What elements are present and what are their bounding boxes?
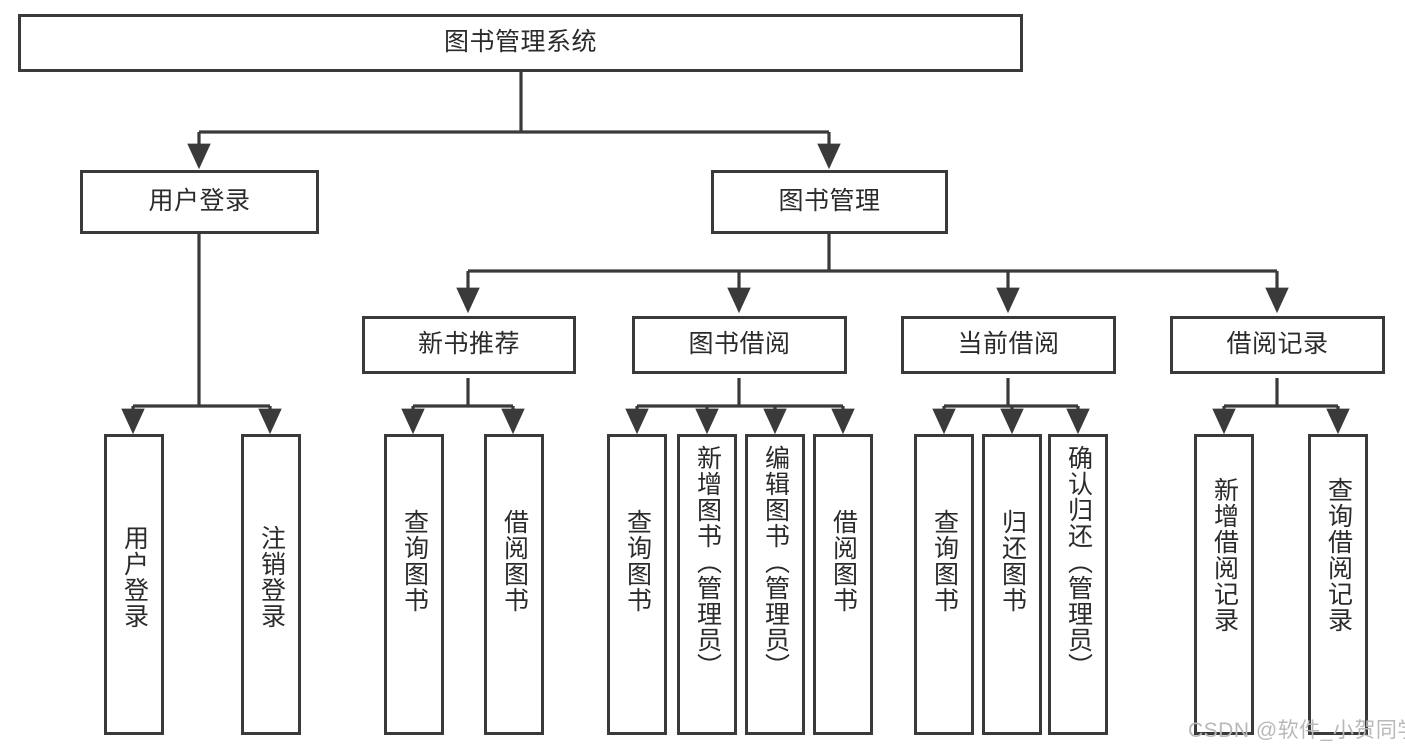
leaf-edit-book[interactable]: 编辑图书（管理员） xyxy=(745,434,805,735)
leaf-query-record-label: 查询借阅记录 xyxy=(1324,477,1353,633)
leaf-confirm-return[interactable]: 确认归还（管理员） xyxy=(1048,434,1108,735)
leaf-return-book-label: 归还图书 xyxy=(998,509,1027,613)
leaf-add-book-label: 新增图书（管理员） xyxy=(693,445,722,679)
node-user-login[interactable]: 用户登录 xyxy=(80,170,319,234)
node-book-borrow-label: 图书借阅 xyxy=(688,330,791,359)
node-current-borrow[interactable]: 当前借阅 xyxy=(901,316,1116,374)
node-root-label: 图书管理系统 xyxy=(443,28,597,57)
leaf-borrow-book-2[interactable]: 借阅图书 xyxy=(813,434,873,735)
leaf-user-logout[interactable]: 注销登录 xyxy=(241,434,301,735)
leaf-user-logout-label: 注销登录 xyxy=(257,525,286,629)
leaf-query-book-2-label: 查询图书 xyxy=(623,509,652,613)
leaf-confirm-return-label: 确认归还（管理员） xyxy=(1064,445,1093,679)
leaf-query-book-1[interactable]: 查询图书 xyxy=(384,434,444,735)
leaf-query-record[interactable]: 查询借阅记录 xyxy=(1308,434,1368,735)
leaf-add-record[interactable]: 新增借阅记录 xyxy=(1194,434,1254,735)
node-book-borrow[interactable]: 图书借阅 xyxy=(632,316,847,374)
leaf-query-book-1-label: 查询图书 xyxy=(400,509,429,613)
node-book-manage-label: 图书管理 xyxy=(778,187,881,216)
leaf-borrow-book-1-label: 借阅图书 xyxy=(500,509,529,613)
node-new-book-recommend-label: 新书推荐 xyxy=(417,330,520,359)
leaf-user-login-label: 用户登录 xyxy=(120,525,149,629)
leaf-query-book-3-label: 查询图书 xyxy=(930,509,959,613)
leaf-user-login[interactable]: 用户登录 xyxy=(104,434,164,735)
node-new-book-recommend[interactable]: 新书推荐 xyxy=(362,316,576,374)
leaf-borrow-book-2-label: 借阅图书 xyxy=(829,509,858,613)
node-current-borrow-label: 当前借阅 xyxy=(957,330,1060,359)
leaf-add-book[interactable]: 新增图书（管理员） xyxy=(677,434,737,735)
leaf-add-record-label: 新增借阅记录 xyxy=(1210,477,1239,633)
node-book-manage[interactable]: 图书管理 xyxy=(711,170,948,234)
leaf-return-book[interactable]: 归还图书 xyxy=(982,434,1042,735)
csdn-watermark: CSDN @软件_小贺同学 xyxy=(1188,719,1405,742)
leaf-query-book-3[interactable]: 查询图书 xyxy=(914,434,974,735)
leaf-borrow-book-1[interactable]: 借阅图书 xyxy=(484,434,544,735)
node-borrow-record[interactable]: 借阅记录 xyxy=(1170,316,1385,374)
leaf-query-book-2[interactable]: 查询图书 xyxy=(607,434,667,735)
node-user-login-label: 用户登录 xyxy=(148,187,251,216)
node-root[interactable]: 图书管理系统 xyxy=(18,14,1023,72)
node-borrow-record-label: 借阅记录 xyxy=(1226,330,1329,359)
leaf-edit-book-label: 编辑图书（管理员） xyxy=(761,445,790,679)
